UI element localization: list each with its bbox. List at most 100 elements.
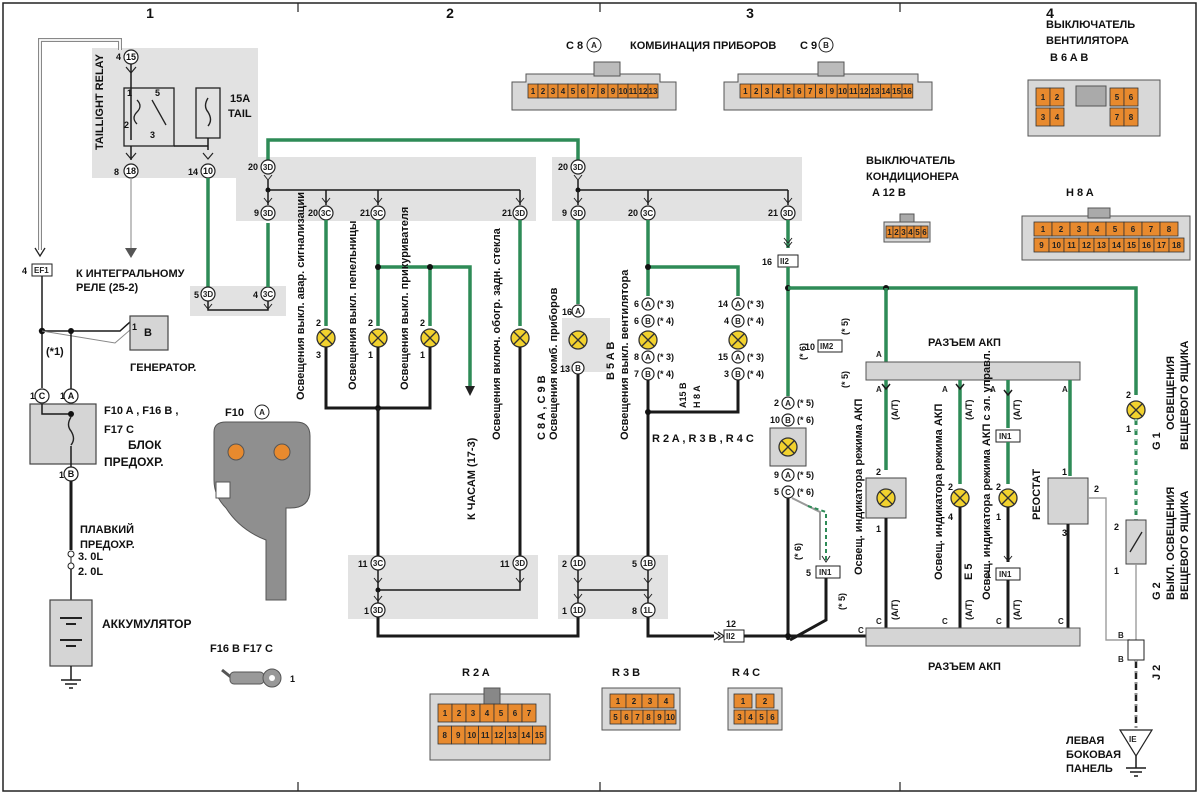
svg-text:(* 4): (* 4)	[747, 316, 764, 326]
f10-connector: F10 A	[213, 404, 311, 601]
svg-text:3C: 3C	[263, 290, 273, 299]
connector-cell-label: 11	[849, 87, 858, 96]
svg-text:A: A	[735, 353, 741, 362]
svg-text:3D: 3D	[263, 163, 273, 172]
connector-cell-label: 6	[624, 713, 629, 722]
svg-text:(* 3): (* 3)	[657, 299, 674, 309]
connector-cell-label: 10	[1052, 241, 1061, 250]
svg-text:B: B	[785, 416, 791, 425]
svg-text:B: B	[1118, 631, 1124, 640]
svg-text:16: 16	[762, 257, 772, 267]
rheostat-label: РЕОСТАТ	[1031, 469, 1043, 520]
svg-text:(* 6): (* 6)	[798, 343, 808, 360]
svg-text:16: 16	[562, 307, 572, 317]
connector-cell-label: 2	[541, 87, 546, 96]
svg-text:(* 3): (* 3)	[747, 352, 764, 362]
svg-text:2: 2	[1114, 522, 1119, 532]
connector-cell-label: 2	[457, 709, 462, 718]
connector-cell-label: 9	[1039, 241, 1044, 250]
connector-cell-label: 14	[1112, 241, 1121, 250]
svg-text:C 9: C 9	[800, 40, 817, 52]
connector-cell	[1123, 107, 1139, 127]
connector-cell-label: 10	[838, 87, 847, 96]
svg-text:(A/T): (A/T)	[1012, 400, 1022, 421]
connector-cell	[920, 225, 929, 239]
svg-text:1: 1	[1114, 566, 1119, 576]
connector-cell-label: 1	[887, 228, 892, 237]
svg-text:1: 1	[127, 88, 132, 98]
svg-text:B 6 A B: B 6 A B	[1050, 52, 1088, 64]
connector-cell-label: 4	[908, 228, 913, 237]
svg-text:(* 5): (* 5)	[840, 318, 850, 335]
akp-indicator-3-label: Освещ. индикатора режима АКП с эл. управ…	[981, 350, 993, 600]
glovebox-switch-label: G 2	[1151, 582, 1163, 600]
svg-text:E 5: E 5	[963, 563, 975, 580]
connector-cell-label: 6	[922, 228, 927, 237]
svg-text:IM2: IM2	[820, 342, 834, 351]
rear-defog-lamp	[510, 328, 530, 348]
svg-text:4: 4	[22, 266, 27, 276]
ground-label: ЛЕВАЯ	[1066, 735, 1104, 747]
grid-col-1: 1	[146, 5, 154, 21]
svg-text:21: 21	[768, 208, 778, 218]
svg-text:2: 2	[774, 398, 779, 408]
svg-text:3C: 3C	[373, 559, 383, 568]
svg-text:3D: 3D	[515, 209, 525, 218]
integral-relay-label: К ИНТЕГРАЛЬНОМУ	[76, 268, 185, 280]
connector-cell-label: 15	[892, 87, 901, 96]
glovebox-lamp	[1126, 400, 1146, 420]
svg-text:B: B	[144, 327, 152, 339]
svg-text:8: 8	[114, 167, 119, 177]
svg-text:5: 5	[632, 559, 637, 569]
svg-text:3C: 3C	[373, 209, 383, 218]
svg-text:20: 20	[628, 208, 638, 218]
connector-cell	[1123, 87, 1139, 107]
connector-cell-label: 11	[1067, 241, 1076, 250]
connector-cell-label: 8	[1129, 113, 1134, 122]
akp-indicator-lamp-3	[998, 488, 1018, 508]
svg-text:БОКОВАЯ: БОКОВАЯ	[1066, 749, 1121, 761]
connector-cell-label: 3	[648, 697, 653, 706]
svg-text:1: 1	[420, 350, 425, 360]
ashtray-lamp	[368, 328, 388, 348]
svg-text:3D: 3D	[373, 606, 383, 615]
svg-text:БЛОК: БЛОК	[128, 438, 162, 452]
svg-text:5: 5	[155, 88, 160, 98]
svg-text:4: 4	[724, 316, 729, 326]
connector-cell-label: 12	[494, 731, 503, 740]
hazard-switch-lamp	[316, 328, 336, 348]
connector-cell-label: 5	[759, 713, 764, 722]
svg-text:(* 4): (* 4)	[747, 369, 764, 379]
svg-text:3D: 3D	[263, 209, 273, 218]
svg-text:B 5 A B: B 5 A B	[605, 342, 617, 380]
svg-text:(* 5): (* 5)	[840, 371, 850, 388]
connector-cell-label: 12	[860, 87, 869, 96]
svg-text:ВЫКЛ. ОСВЕЩЕНИЯ: ВЫКЛ. ОСВЕЩЕНИЯ	[1165, 487, 1177, 600]
svg-text:3: 3	[1062, 528, 1067, 538]
svg-text:(* 3): (* 3)	[657, 352, 674, 362]
akp-indicator-1-label: Освещ. индикатора режима АКП	[853, 398, 865, 575]
svg-text:2: 2	[948, 482, 953, 492]
svg-text:C: C	[876, 617, 882, 626]
svg-text:(* 6): (* 6)	[793, 543, 803, 560]
svg-text:1: 1	[368, 350, 373, 360]
svg-text:21: 21	[360, 208, 370, 218]
svg-text:B: B	[68, 469, 75, 479]
connector-cell-label: 1	[1041, 225, 1046, 234]
combo-meter-lamp	[568, 330, 588, 350]
svg-text:20: 20	[248, 162, 258, 172]
svg-text:A 12 B: A 12 B	[872, 187, 906, 199]
svg-text:TAIL: TAIL	[228, 108, 252, 120]
connector-cell-label: 3	[1077, 225, 1082, 234]
battery-label: АККУМУЛЯТОР	[102, 617, 192, 631]
connector-cell-label: 8	[601, 87, 606, 96]
svg-text:2: 2	[420, 318, 425, 328]
connector-cell-label: 12	[639, 87, 648, 96]
connector-cell-label: 16	[903, 87, 912, 96]
grid-col-2: 2	[446, 5, 454, 21]
connector-cell-label: 4	[1095, 225, 1100, 234]
svg-text:5: 5	[806, 568, 811, 578]
r-lamp	[778, 437, 798, 457]
